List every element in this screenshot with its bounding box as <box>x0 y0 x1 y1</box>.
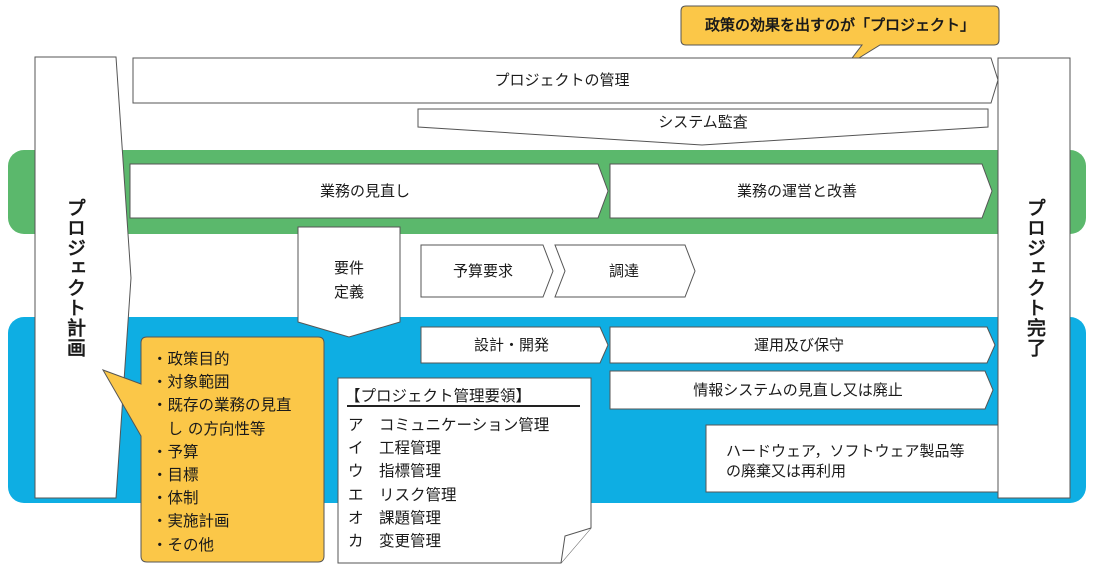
operation-maintenance-arrow <box>609 326 996 364</box>
guideline-items-list: ア コミュニケーション管理 イ 工程管理 ウ 指標管理 エ リスク管理 オ 課題… <box>348 414 549 553</box>
plan-item: ・政策目的 <box>152 350 230 368</box>
plan-callout <box>101 336 325 563</box>
business-review-label: 業務の見直し <box>319 182 410 200</box>
hardware-label-1: ハードウェア，ソフトウェア製品等 <box>726 442 965 460</box>
procurement-arrow <box>554 244 696 298</box>
guideline-item: ウ 指標管理 <box>348 462 442 481</box>
plan-items-list: ・政策目的 ・対象範囲 ・既存の業務の見直 し の方向性等 ・予算 ・目標 ・体… <box>152 348 292 557</box>
business-operation-label: 業務の運営と改善 <box>736 182 857 200</box>
effect-callout-text: 政策の効果を出すのが「プロジェクト」 <box>704 16 975 34</box>
system-review-arrow <box>609 370 994 410</box>
plan-item: ・既存の業務の見直 <box>152 396 292 415</box>
plan-item: ・体制 <box>152 489 199 508</box>
design-development-label: 設計・開発 <box>473 336 549 354</box>
guideline-item: カ 変更管理 <box>348 532 442 551</box>
design-development-arrow <box>420 326 609 364</box>
business-operation-arrow <box>609 163 993 219</box>
procurement-label: 調達 <box>608 262 639 280</box>
system-review-label: 情報システムの見直し又は廃止 <box>693 381 903 399</box>
plan-item: ・実施計画 <box>152 512 230 531</box>
project-management-label: プロジェクトの管理 <box>494 71 630 89</box>
requirements-pentagon <box>297 226 401 338</box>
hardware-label-2: の廃棄又は再利用 <box>726 462 847 480</box>
project-plan-label: プロジェクト計画 <box>64 198 86 358</box>
project-complete-box <box>997 57 1071 499</box>
business-review-arrow <box>129 163 609 219</box>
guideline-item: エ リスク管理 <box>348 485 457 504</box>
plan-item: ・目標 <box>152 466 199 485</box>
budget-request-arrow <box>420 244 554 298</box>
operation-maintenance-label: 運用及び保守 <box>753 336 844 354</box>
plan-item: ・その他 <box>152 535 215 554</box>
plan-item: ・予算 <box>152 442 199 461</box>
guideline-item: ア コミュニケーション管理 <box>348 416 550 434</box>
budget-request-label: 予算要求 <box>452 262 513 280</box>
requirements-label-1: 要件 <box>333 259 364 277</box>
plan-item: し の方向性等 <box>152 419 266 438</box>
requirements-label-2: 定義 <box>333 283 364 301</box>
guideline-title: 【プロジェクト管理要領】 <box>345 387 532 405</box>
guideline-item: オ 課題管理 <box>348 508 442 527</box>
project-management-arrow <box>132 57 999 104</box>
effect-callout <box>680 5 1000 67</box>
guideline-item: イ 工程管理 <box>348 439 442 458</box>
project-complete-label: プロジェクト完了 <box>1024 198 1046 358</box>
system-audit-shape <box>417 108 989 146</box>
plan-item: ・対象範囲 <box>152 373 230 392</box>
folded-corner <box>560 527 592 564</box>
system-audit-label: システム監査 <box>658 113 748 131</box>
